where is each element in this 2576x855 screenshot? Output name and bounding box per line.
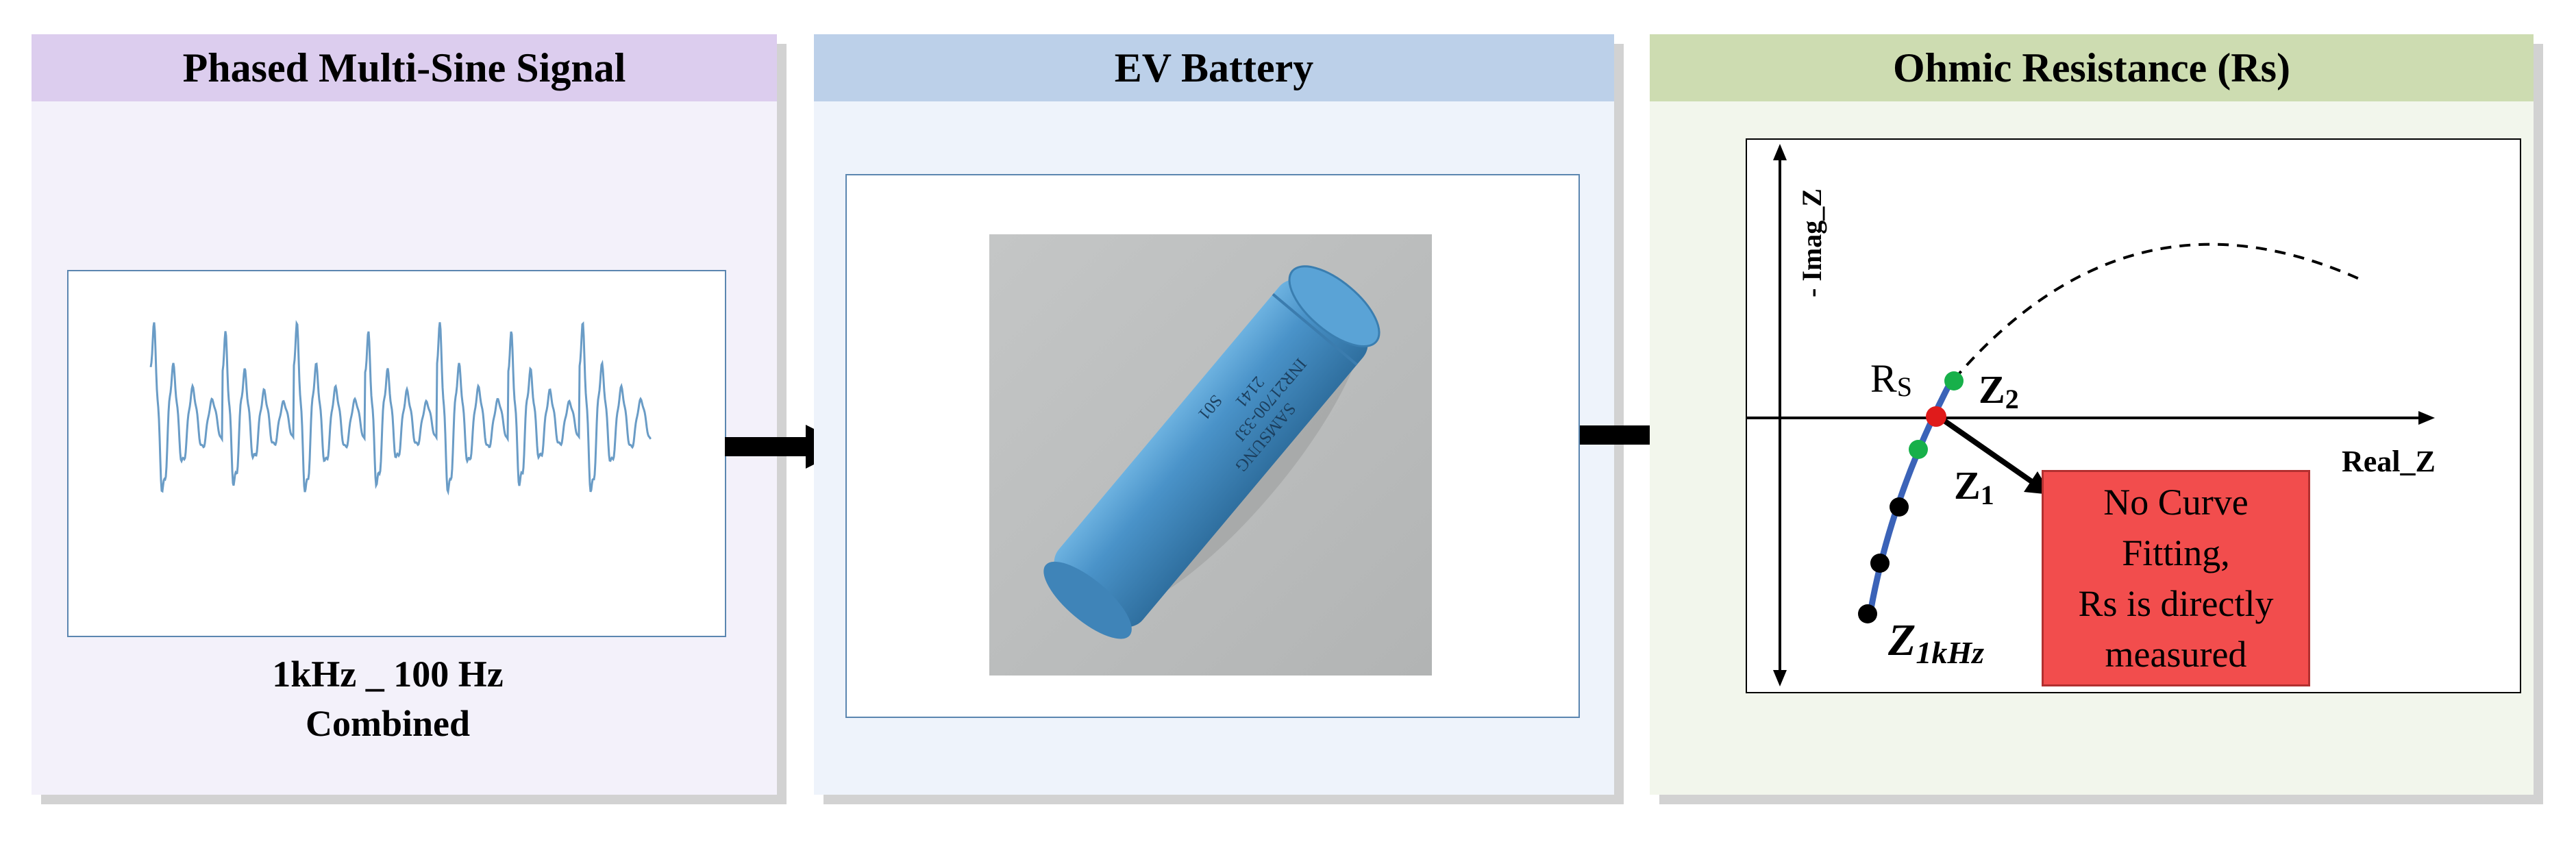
point-rs — [1926, 406, 1946, 427]
point-z2 — [1944, 371, 1964, 391]
nyquist-plot-box: - Imag_Z Real_Z RS Z2 Z1 — [1746, 138, 2521, 693]
signal-panel-title: Phased Multi-Sine Signal — [32, 34, 777, 101]
battery-photo: SAMSUNG INR21700-33J 2141 S01 — [989, 234, 1432, 676]
waveform-box — [67, 270, 726, 637]
battery-panel-title: EV Battery — [814, 34, 1614, 101]
x-axis-label: Real_Z — [2342, 445, 2436, 478]
signal-caption-line2: Combined — [305, 703, 471, 744]
z2-label: Z2 — [1979, 367, 2019, 414]
point-data-3 — [1858, 604, 1877, 623]
note-line4: measured — [2105, 634, 2247, 675]
point-data-1 — [1890, 497, 1909, 517]
point-z1 — [1909, 440, 1928, 459]
ohmic-panel: Ohmic Resistance (Rs) - Imag_Z Real_Z — [1650, 34, 2534, 795]
pointer-arrow — [1938, 415, 2037, 486]
signal-panel: Phased Multi-Sine Signal 1kHz _ 100 Hz C… — [32, 34, 777, 795]
z1-label: Z1 — [1954, 463, 1994, 510]
signal-caption-line1: 1kHz _ 100 Hz — [272, 654, 504, 695]
battery-panel: EV Battery — [814, 34, 1614, 795]
dashed-arc — [1953, 243, 2364, 381]
note-line1: No Curve — [2103, 482, 2249, 523]
point-data-2 — [1870, 554, 1890, 573]
battery-cell: SAMSUNG INR21700-33J 2141 S01 — [1043, 265, 1380, 639]
multisine-waveform — [149, 320, 652, 496]
z1khz-label: Z1kHz — [1887, 615, 1984, 670]
y-axis-label: - Imag_Z — [1796, 188, 1827, 297]
rs-label: RS — [1870, 356, 1912, 402]
note-line3: Rs is directly — [2078, 583, 2274, 624]
ohmic-panel-title: Ohmic Resistance (Rs) — [1650, 34, 2534, 101]
note-line2: Fitting, — [2122, 532, 2230, 573]
battery-photo-box: SAMSUNG INR21700-33J 2141 S01 — [845, 174, 1580, 718]
no-curve-fitting-note: No Curve Fitting, Rs is directly measure… — [2042, 470, 2310, 686]
signal-caption: 1kHz _ 100 Hz Combined — [32, 649, 744, 748]
nyquist-plot: - Imag_Z Real_Z RS Z2 Z1 — [1747, 144, 2436, 686]
